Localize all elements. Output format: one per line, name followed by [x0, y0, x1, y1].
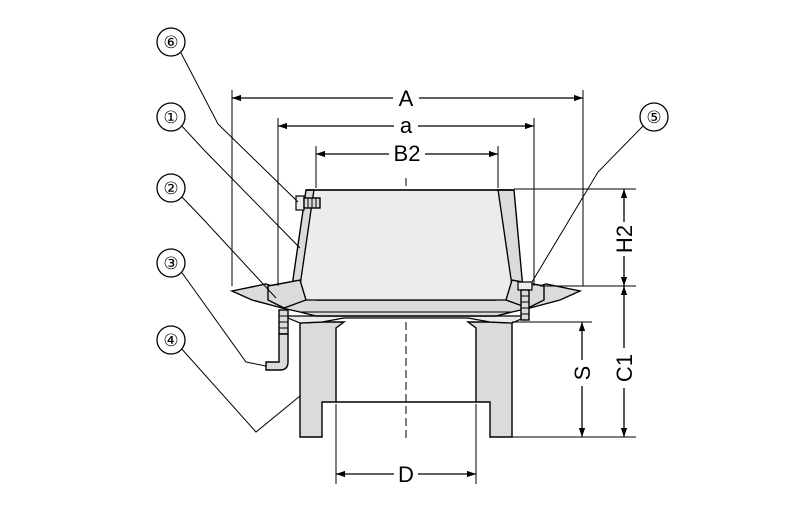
callout-6-label: ⑥ — [163, 33, 178, 52]
dim-B2-label: B2 — [394, 141, 421, 166]
callout-3: ③ — [156, 248, 186, 278]
callout-4-label: ④ — [163, 331, 178, 350]
callout-6: ⑥ — [156, 27, 186, 57]
dim-S-label: S — [570, 366, 595, 381]
callout-5: ⑤ — [639, 102, 669, 132]
set-screw — [295, 195, 321, 211]
callout-5-label: ⑤ — [646, 108, 661, 127]
outlet-body — [282, 315, 529, 438]
callout-3-label: ③ — [163, 254, 178, 273]
dim-D-label: D — [398, 462, 414, 487]
extension-lines — [231, 90, 636, 484]
dim-A-label: A — [399, 86, 414, 111]
bolt-right — [517, 281, 533, 321]
callout-2-label: ② — [163, 179, 178, 198]
dim-H2-label: H2 — [612, 225, 637, 253]
callout-1: ① — [156, 102, 186, 132]
grate-dome — [289, 189, 525, 301]
dim-C1-label: C1 — [612, 354, 637, 382]
callout-1-label: ① — [163, 108, 178, 127]
leader-lines — [179, 50, 646, 433]
callout-4: ④ — [156, 325, 186, 355]
dim-a-label: a — [400, 113, 413, 138]
hook-bolt — [265, 333, 289, 371]
bolt-left — [278, 309, 289, 335]
callout-2: ② — [156, 173, 186, 203]
